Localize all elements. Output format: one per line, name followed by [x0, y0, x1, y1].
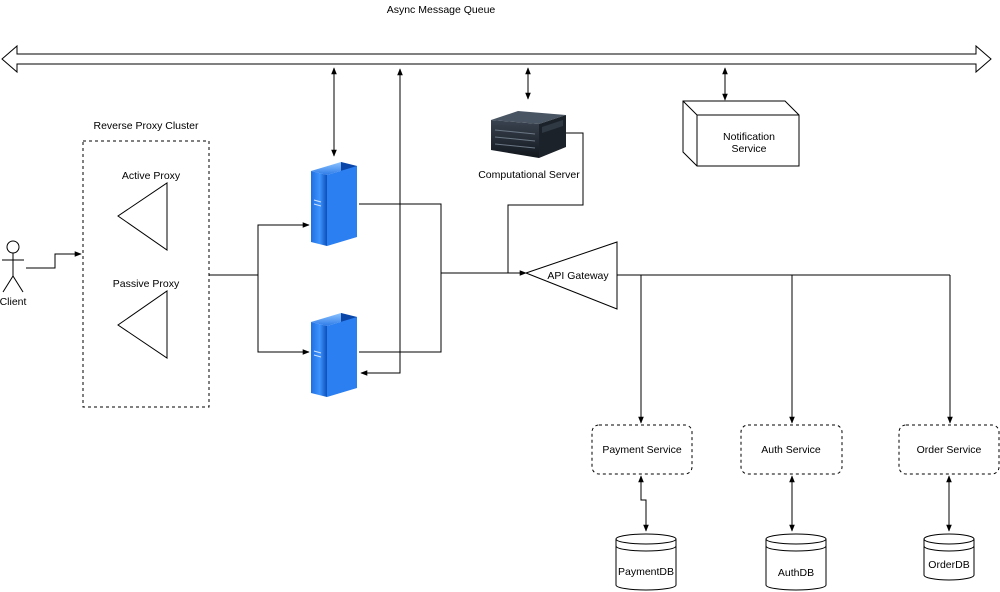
auth-service-box: [740, 424, 843, 475]
message-queue-arrow: [1, 44, 992, 74]
passive-proxy-triangle-icon: [117, 290, 168, 359]
auth-service-label: Auth Service: [761, 444, 821, 456]
computational-server-label: Computational Server: [478, 169, 580, 181]
client-person-icon: [2, 240, 24, 293]
api-gateway-label: API Gateway: [547, 270, 609, 282]
notification-service-label-line1: Notification: [723, 131, 775, 143]
proxy-cluster-box: [82, 140, 210, 408]
order-db-database-cylinder-icon: [923, 533, 975, 581]
active-proxy-label: Active Proxy: [122, 170, 181, 182]
auth-db-database-cylinder-icon: [765, 533, 827, 591]
passive-proxy-label: Passive Proxy: [113, 278, 180, 290]
computational-server-rack-icon: [491, 111, 566, 158]
payment-service-label: Payment Service: [602, 444, 682, 456]
order-service-box: [898, 424, 1000, 475]
payment-db-database-cylinder-icon: [615, 533, 677, 591]
client-to-proxy-link: [26, 251, 82, 269]
gateway-to-services-links: [617, 274, 953, 424]
client-label: Client: [0, 296, 26, 308]
queue-label: Async Message Queue: [387, 4, 496, 16]
auth-db-label: AuthDB: [778, 567, 814, 579]
servers-to-gateway-links: [359, 132, 584, 353]
proxy-to-servers-links: [209, 222, 310, 355]
payment-service-box: [591, 424, 693, 475]
notification-service-label-line2: Service: [731, 143, 766, 155]
server-1-server-icon: [311, 162, 357, 246]
order-db-label: OrderDB: [928, 559, 969, 571]
notification-service-box: [682, 100, 800, 167]
server-2-server-icon: [311, 313, 357, 397]
proxy-cluster-label: Reverse Proxy Cluster: [93, 120, 199, 132]
queue-connections: [331, 67, 728, 376]
payment-db-label: PaymentDB: [618, 566, 674, 578]
service-to-db-links: [638, 475, 952, 532]
active-proxy-triangle-icon: [117, 182, 168, 251]
order-service-label: Order Service: [917, 444, 982, 456]
